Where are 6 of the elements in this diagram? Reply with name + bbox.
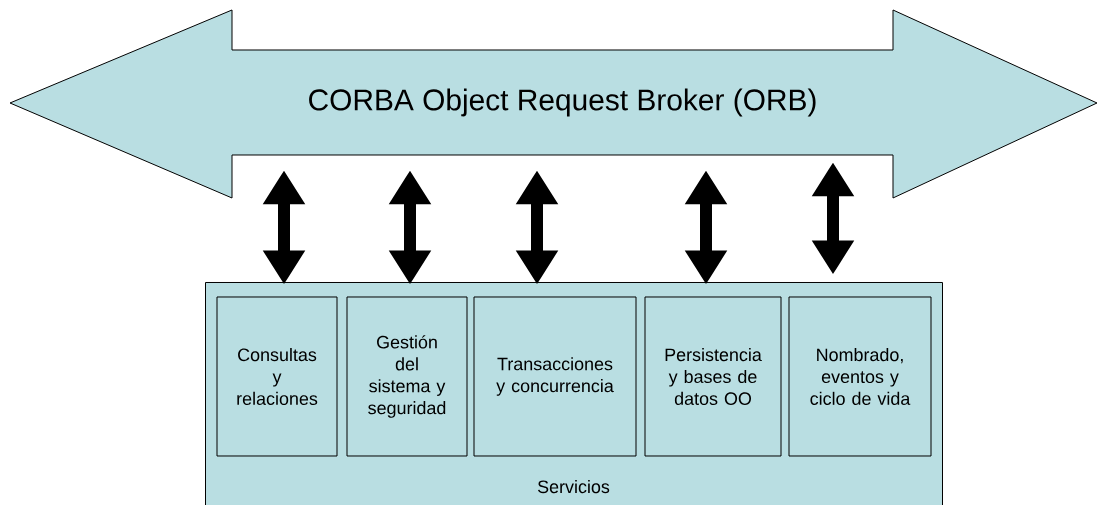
service-box: Transacciones y concurrencia — [473, 296, 637, 457]
service-box: Gestión del sistema y seguridad — [346, 296, 468, 457]
service-box: Nombrado, eventos y ciclo de vida — [788, 296, 932, 457]
service-box: Consultas y relaciones — [216, 296, 338, 457]
double-arrow-band: CORBA Object Request Broker (ORB) — [9, 9, 1098, 199]
service-box: Persistencia y bases de datos OO — [644, 296, 782, 457]
